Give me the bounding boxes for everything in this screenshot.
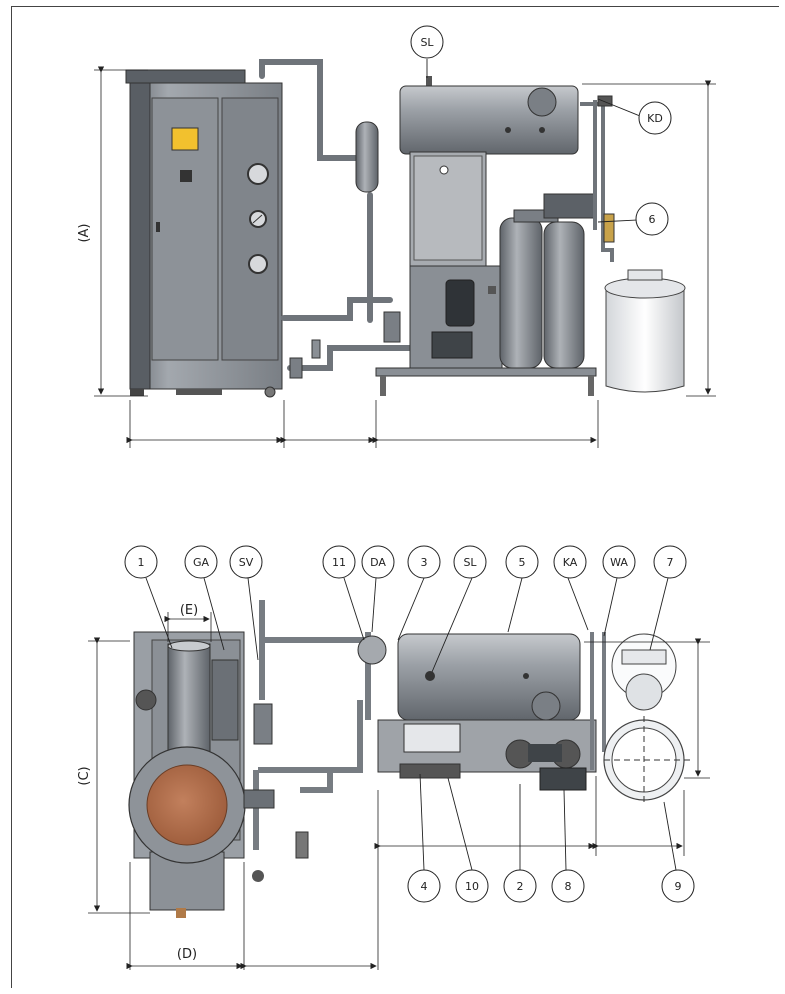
callout-leaders-top — [145, 577, 677, 871]
svg-text:8: 8 — [565, 880, 572, 893]
brine-tank — [604, 269, 686, 393]
callout-4: 4 — [407, 869, 441, 903]
separator-vessel — [355, 121, 379, 193]
tank-7-top — [611, 633, 677, 711]
svg-text:SV: SV — [239, 556, 254, 569]
svg-text:DA: DA — [370, 556, 386, 569]
skid-base — [375, 367, 597, 377]
top-view: (C) (D) (E) — [77, 545, 710, 970]
side-view: (A) SL KD 6 — [77, 25, 716, 448]
softener-cylinders — [499, 193, 595, 369]
dimension-lines-top — [88, 612, 710, 970]
valve-group-top — [243, 703, 309, 882]
callouts-side — [426, 59, 641, 223]
svg-text:10: 10 — [465, 880, 479, 893]
callout-8: 8 — [551, 869, 585, 903]
burner-face — [146, 764, 228, 846]
callout-sl-top: SL — [453, 545, 487, 579]
svg-text:SL: SL — [420, 36, 434, 49]
sheet-frame — [11, 6, 779, 988]
callout-10: 10 — [455, 869, 489, 903]
callout-11: 11 — [322, 545, 356, 579]
steam-piping-top — [253, 600, 372, 850]
dim-c-label: (C) — [77, 766, 92, 785]
steam-piping — [259, 59, 423, 371]
svg-text:6: 6 — [649, 213, 656, 226]
callout-sv: SV — [229, 545, 263, 579]
callout-da: DA — [361, 545, 395, 579]
steam-boiler-top — [377, 633, 597, 791]
dimension-lines-side — [94, 66, 716, 448]
svg-text:SL: SL — [463, 556, 477, 569]
pump-motor — [539, 767, 587, 791]
callout-6: 6 — [635, 202, 669, 236]
callout-ga: GA — [184, 545, 218, 579]
svg-text:KA: KA — [563, 556, 578, 569]
control-cabinet — [125, 69, 283, 398]
brine-tank-top — [603, 716, 690, 804]
gauge-icon — [247, 163, 269, 185]
svg-text:9: 9 — [675, 880, 682, 893]
svg-text:5: 5 — [519, 556, 526, 569]
svg-text:2: 2 — [517, 880, 524, 893]
svg-text:4: 4 — [421, 880, 428, 893]
callout-wa: WA — [602, 545, 636, 579]
callout-ka: KA — [553, 545, 587, 579]
svg-text:3: 3 — [421, 556, 428, 569]
gauge-icon — [248, 254, 268, 274]
callout-sl: SL — [410, 25, 444, 59]
callout-5: 5 — [505, 545, 539, 579]
separator-top — [357, 635, 387, 665]
valve-group — [289, 311, 401, 379]
callout-7: 7 — [653, 545, 687, 579]
svg-text:WA: WA — [610, 556, 628, 569]
display-panel — [171, 127, 199, 151]
svg-text:7: 7 — [667, 556, 674, 569]
steam-boiler — [399, 76, 579, 371]
svg-text:1: 1 — [138, 556, 145, 569]
dim-e-label: (E) — [180, 603, 198, 618]
callout-1: 1 — [124, 545, 158, 579]
callout-3: 3 — [407, 545, 441, 579]
svg-text:GA: GA — [193, 556, 210, 569]
callout-2: 2 — [503, 869, 537, 903]
dim-a-label: (A) — [77, 223, 92, 242]
callout-kd: KD — [638, 101, 672, 135]
dim-d-label: (D) — [177, 947, 197, 962]
callout-9: 9 — [661, 869, 695, 903]
svg-text:11: 11 — [332, 556, 346, 569]
svg-text:KD: KD — [647, 112, 663, 125]
